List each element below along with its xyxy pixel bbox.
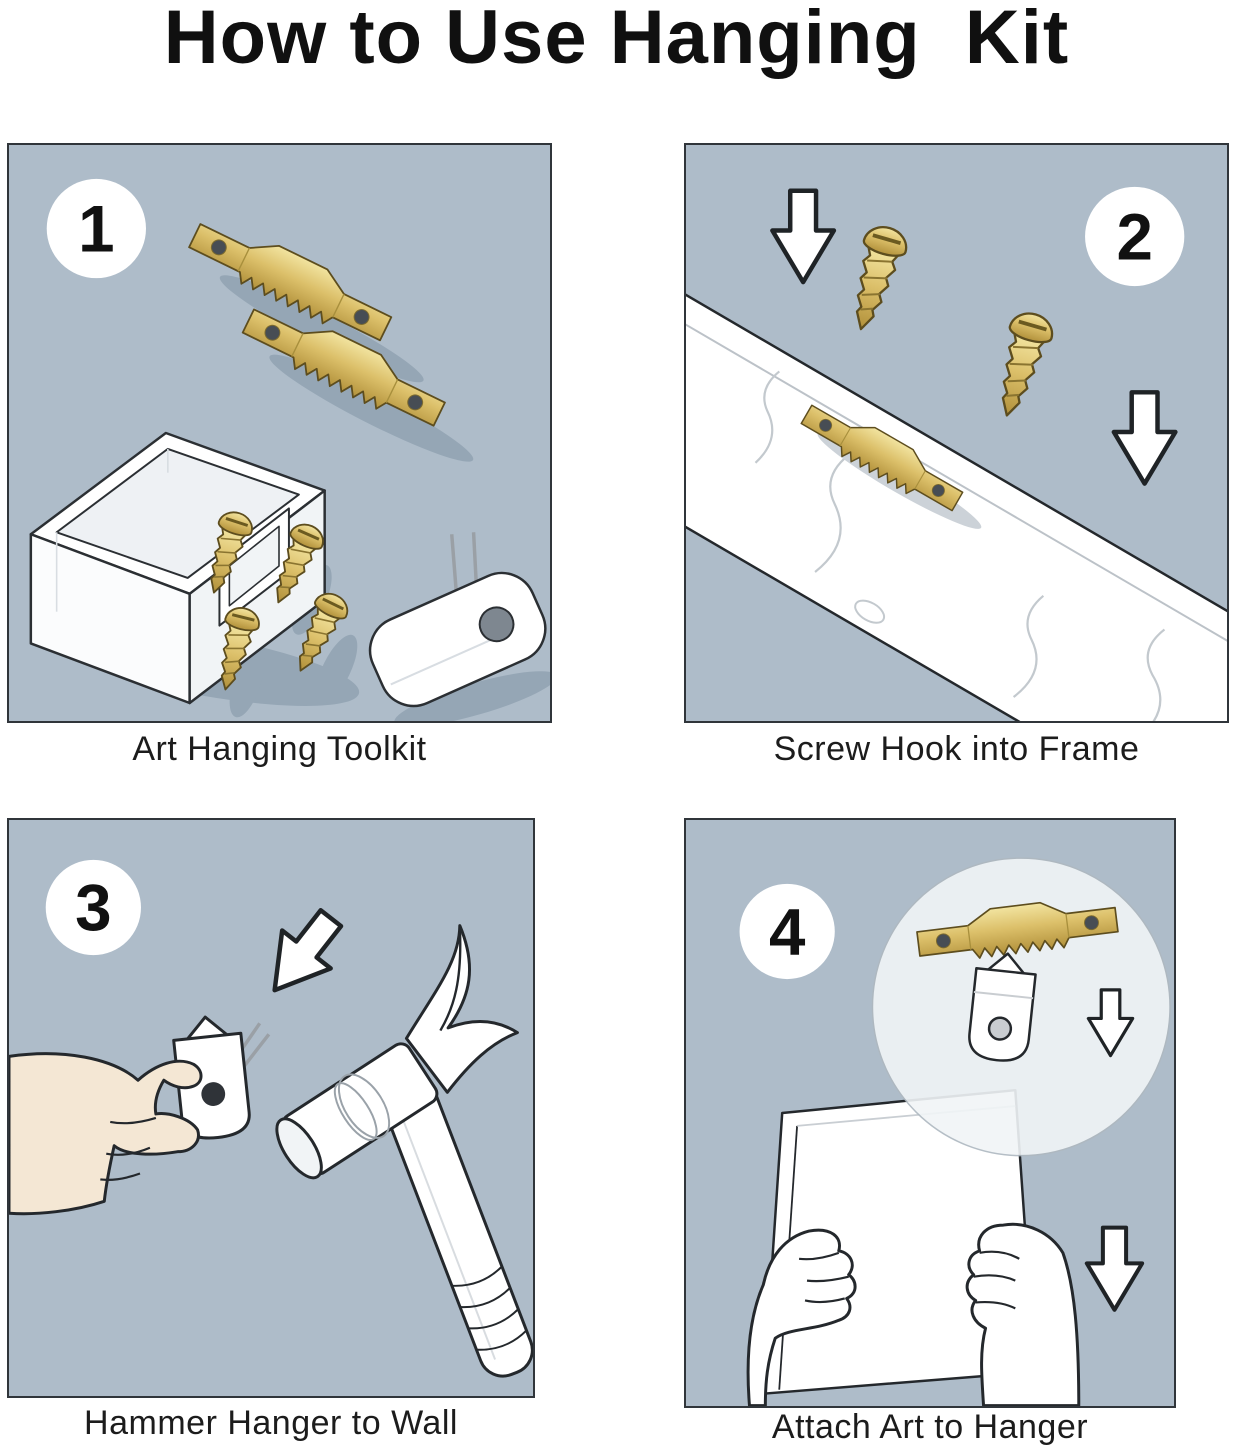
step-number: 2 bbox=[1116, 200, 1152, 273]
magnifier-circle bbox=[871, 857, 1171, 1157]
down-arrow-icon bbox=[250, 899, 355, 1009]
frame-illustration bbox=[686, 293, 1227, 721]
screw-into-frame-illustration: 2 bbox=[686, 186, 1227, 721]
hammer-to-wall-illustration: 3 bbox=[9, 859, 533, 1378]
step-number: 1 bbox=[78, 192, 114, 265]
hook-icon bbox=[968, 952, 1037, 1062]
panel-step-4: 4 bbox=[684, 818, 1176, 1408]
caption-step-2: Screw Hook into Frame bbox=[773, 730, 1140, 768]
hammer-illustration bbox=[275, 924, 533, 1378]
panel-step-1: 1 bbox=[7, 143, 552, 723]
down-arrow-icon bbox=[772, 191, 834, 282]
screw-icon bbox=[984, 306, 1059, 424]
step-number: 4 bbox=[769, 895, 806, 968]
step-number-badge: 1 bbox=[46, 178, 146, 279]
attach-art-illustration: 4 bbox=[739, 857, 1171, 1406]
right-hand-illustration bbox=[965, 1222, 1081, 1406]
step-number-badge: 2 bbox=[1085, 186, 1185, 287]
toolkit-illustration: 1 bbox=[29, 178, 550, 721]
page-title: How to Use Hanging Kit bbox=[163, 0, 1070, 80]
hook-illustration bbox=[368, 532, 547, 708]
hand-illustration bbox=[9, 1052, 203, 1216]
screw-icon bbox=[838, 220, 913, 337]
down-arrow-icon bbox=[1114, 392, 1176, 483]
step-number-badge: 3 bbox=[45, 859, 141, 956]
panel-step-3: 3 bbox=[7, 818, 535, 1398]
step-number-badge: 4 bbox=[739, 883, 835, 980]
caption-step-3: Hammer Hanger to Wall bbox=[84, 1404, 458, 1442]
caption-step-1: Art Hanging Toolkit bbox=[132, 730, 427, 768]
panel-step-2: 2 bbox=[684, 143, 1229, 723]
down-arrow-icon bbox=[1087, 1228, 1142, 1310]
caption-step-4: Attach Art to Hanger bbox=[771, 1408, 1089, 1446]
left-hand-illustration bbox=[746, 1228, 857, 1406]
step-number: 3 bbox=[75, 871, 111, 944]
